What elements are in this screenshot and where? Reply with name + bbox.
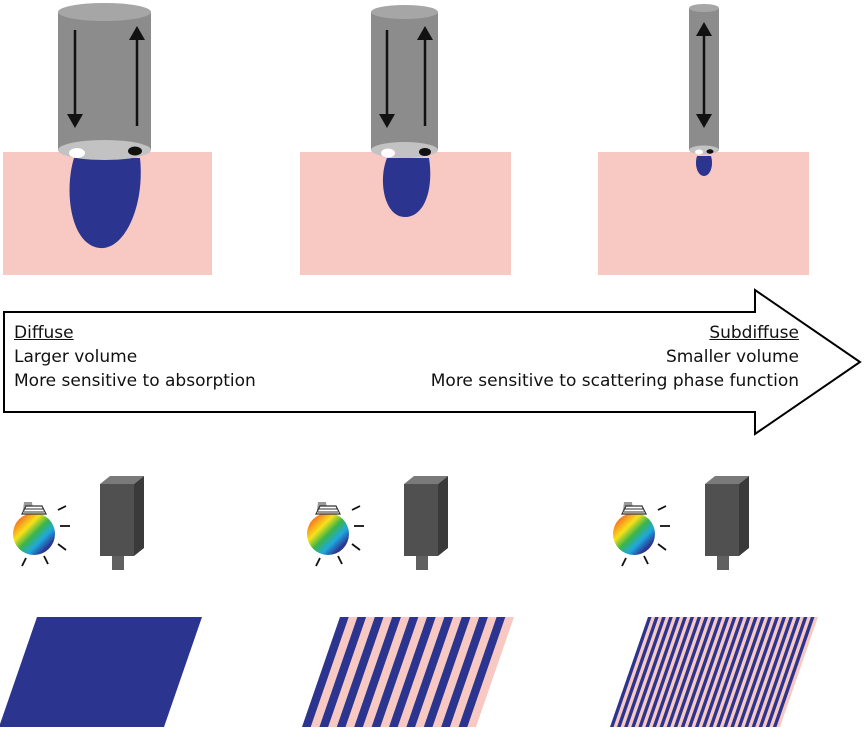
pattern-stripe [695,617,737,727]
pattern-stripe [659,617,702,727]
up-down-arrow-icon [696,22,712,128]
pattern-stripe [441,617,488,727]
up-arrow-icon [417,26,433,126]
pattern-stripe [687,617,730,727]
diffuse-sensitivity-text: More sensitive to absorption [14,371,256,391]
light-bulb-icon [307,502,364,567]
pattern-stripe [702,617,744,727]
pattern-stripe [423,617,471,727]
probe-top [371,5,438,19]
probe-top [58,3,151,21]
pattern-stripe [737,617,780,727]
subdiffuse-sensitivity-text: More sensitive to scattering phase funct… [430,371,799,391]
sampling-volume [69,158,141,249]
light-bulb-icon [613,502,670,567]
projected-pattern-uniform [0,617,202,727]
pattern-stripe [406,617,454,727]
pattern-stripe [652,617,695,727]
pattern-stripe [751,617,794,727]
pattern-stripe [610,617,652,727]
source-fiber [69,148,85,158]
pattern-stripe [458,617,506,727]
pattern-stripe [638,617,680,727]
pattern-stripe [744,617,787,727]
pattern-stripe [645,617,687,727]
pattern-stripe [319,617,367,727]
camera-icon [705,476,749,570]
pattern-fill [0,617,202,727]
pattern-stripe [666,617,709,727]
projected-pattern-low-frequency [302,617,514,727]
pattern-stripe [709,617,751,727]
pattern-stripe [680,617,723,727]
pattern-stripe [730,617,772,727]
probe-panel-large [3,3,212,275]
pattern-stripe [389,617,436,727]
pattern-stripe [617,617,659,727]
pattern-stripe [716,617,758,727]
sampling-volume [695,156,713,176]
up-arrow-icon [129,26,145,126]
diffuse-to-subdiffuse-arrow [3,288,862,436]
down-arrow-icon [379,30,395,128]
source-fiber [695,149,703,155]
detector-fiber [128,146,142,156]
camera-icon [100,476,144,570]
source-fiber [381,148,395,158]
detector-fiber [706,149,714,154]
probe-top [689,4,719,12]
camera-icon [404,476,448,570]
subdiffuse-volume-text: Smaller volume [665,347,799,367]
pattern-stripe [624,617,666,727]
pattern-stripe [772,617,815,727]
diffuse-volume-text: Larger volume [14,347,138,367]
pattern-stripe [336,617,384,727]
probe-panel-medium [300,5,511,275]
subdiffuse-heading: Subdiffuse [709,323,799,343]
pattern-stripe [302,617,349,727]
light-bulb-icon [13,502,70,567]
diffuse-heading: Diffuse [14,323,74,343]
pattern-stripe [765,617,808,727]
down-arrow-icon [67,30,83,128]
pattern-stripe [631,617,673,727]
pattern-stripe [758,617,801,727]
pattern-stripe [354,617,401,727]
pattern-stripe [673,617,716,727]
probe-tip [689,145,719,155]
detector-fiber [419,148,431,156]
pattern-stripe [371,617,419,727]
pattern-stripe [723,617,765,727]
sampling-volume [382,158,431,218]
probe-panel-small [598,4,809,275]
projected-pattern-high-frequency [610,617,818,727]
